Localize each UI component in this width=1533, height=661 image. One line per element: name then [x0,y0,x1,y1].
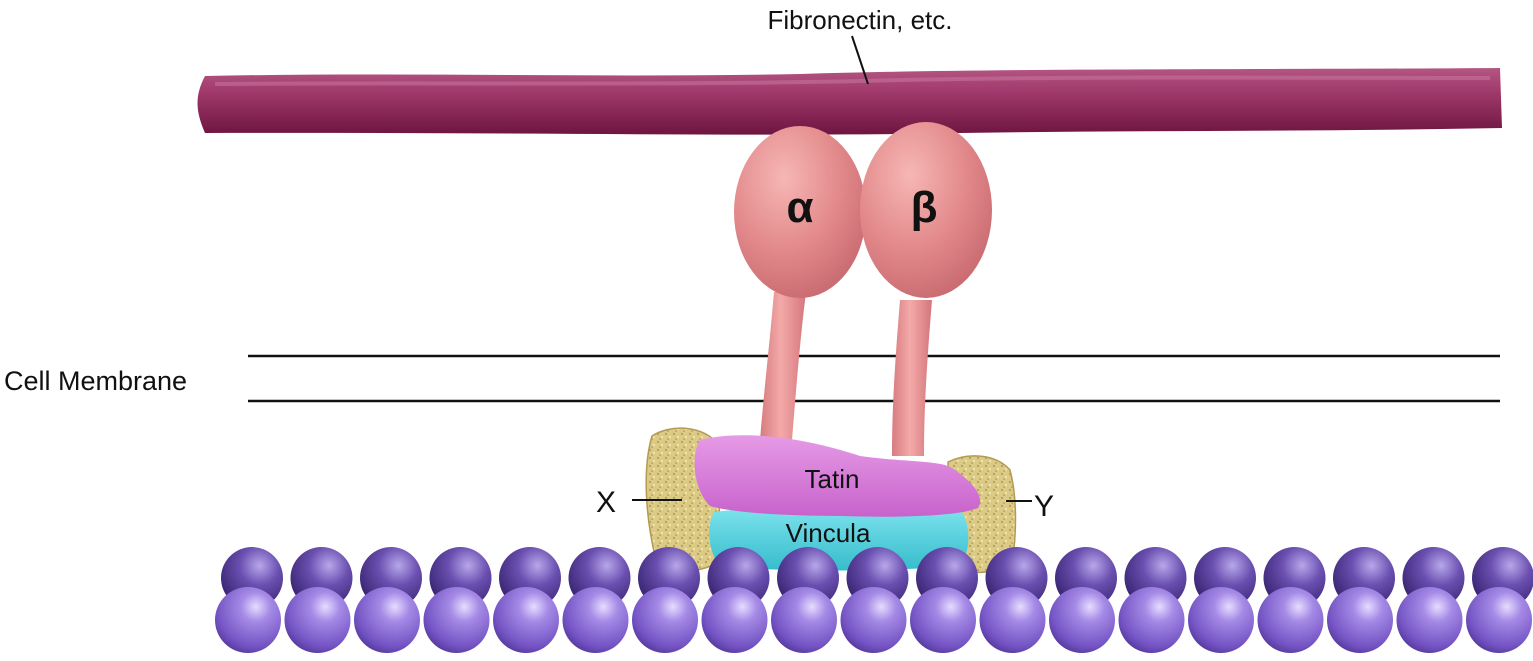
actin-bead-front [354,587,420,653]
actin-bead-front [1119,587,1185,653]
integrin-beta-subunit [860,122,992,456]
actin-filament [215,547,1533,653]
actin-bead-front [980,587,1046,653]
actin-bead-front [493,587,559,653]
y-label: Y [1034,490,1054,523]
actin-bead-front [1258,587,1324,653]
x-label: X [596,486,616,519]
actin-bead-front [910,587,976,653]
actin-bead-front [1188,587,1254,653]
alpha-label: α [786,183,813,232]
fibronectin-label: Fibronectin, etc. [768,5,953,35]
actin-bead-front [1397,587,1463,653]
actin-bead-front [1466,587,1532,653]
actin-bead-front [285,587,351,653]
integrin-alpha-subunit [734,126,866,440]
vincula-label: Vincula [786,518,871,548]
beta-label: β [911,183,938,232]
actin-bead-front [771,587,837,653]
actin-bead-front [563,587,629,653]
actin-bead-front [424,587,490,653]
fibronectin-fiber [198,68,1503,135]
actin-bead-front [702,587,768,653]
tatin-label: Tatin [805,464,860,494]
cell-membrane-label: Cell Membrane [4,366,187,396]
actin-bead-front [215,587,281,653]
actin-bead-front [632,587,698,653]
actin-bead-front [1327,587,1393,653]
actin-bead-front [841,587,907,653]
actin-bead-front [1049,587,1115,653]
